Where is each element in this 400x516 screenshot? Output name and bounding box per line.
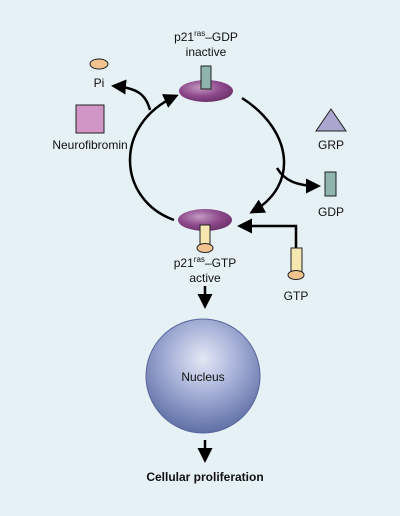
ras-gdp-label: p21ras–GDP (174, 29, 238, 45)
gtp-label: GTP (283, 289, 309, 303)
cycle-arrow-right (241, 96, 286, 214)
gdp-release-arrow (275, 167, 321, 194)
ras-gdp-name-sup: ras (194, 29, 206, 38)
ras-gdp-name-suffix: –GDP (205, 30, 238, 44)
ras-gtp-status: active (189, 271, 221, 285)
pi-label: Pi (93, 76, 105, 90)
gtp-free-phosphate (287, 270, 305, 280)
ras-gtp-name-prefix: p21 (173, 256, 194, 270)
neurofibromin-shape (75, 104, 105, 134)
pi-shape (89, 58, 109, 70)
grp-label: GRP (317, 138, 345, 152)
gtp-free-block (290, 247, 303, 273)
gdp-free-shape (324, 171, 337, 197)
ras-gtp-protein (178, 209, 232, 231)
gdp-label: GDP (317, 205, 345, 219)
output-label: Cellular proliferation (146, 470, 264, 484)
ras-gtp-name-sup: ras (193, 255, 205, 264)
nucleus-shape (145, 318, 261, 434)
ras-gtp-label: p21ras–GTP (173, 255, 237, 271)
gtp-bound-block (199, 224, 211, 246)
gtp-input-arrow (237, 218, 298, 248)
gtp-bound-phosphate (196, 243, 214, 253)
cycle-arrow-left (128, 94, 179, 222)
grp-shape (315, 108, 347, 132)
gdp-bound-block (200, 65, 212, 90)
neurofibromin-label: Neurofibromin (52, 138, 128, 152)
ras-gdp-name-prefix: p21 (174, 30, 195, 44)
ras-gtp-name-suffix: –GTP (204, 256, 237, 270)
pi-release-arrow (111, 79, 152, 111)
ras-gdp-protein (179, 80, 233, 102)
ras-gdp-status: inactive (185, 45, 227, 59)
nucleus-label: Nucleus (181, 370, 225, 384)
